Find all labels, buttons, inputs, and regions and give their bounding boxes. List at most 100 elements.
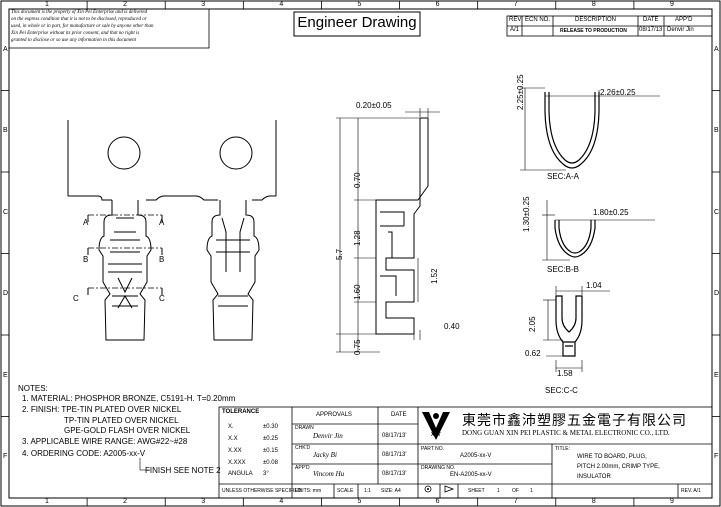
- side-view: [375, 108, 440, 335]
- note-2b: TP-TIN PLATED OVER NICKEL: [64, 416, 179, 425]
- note-2: 2. FINISH: TPE-TIN PLATED OVER NICKEL: [22, 405, 182, 414]
- section-cut-lines: [88, 214, 162, 289]
- company-logo-text: XPT: [431, 432, 441, 438]
- marker-c-left: C: [73, 294, 79, 303]
- zone-col-top-5: 5: [357, 1, 362, 8]
- notice-box: [8, 8, 210, 49]
- zone-row-right-C: C: [714, 208, 720, 216]
- dim-128: 1.28: [353, 230, 362, 246]
- ordering-code-leader: [139, 458, 150, 471]
- zone-row-left-B: B: [3, 127, 8, 135]
- checked-signature: Jacky Bi: [313, 451, 337, 459]
- rev-row-desc: RELEASE TO PRODUCTION: [560, 28, 627, 34]
- terminal-outline-1: [98, 200, 152, 341]
- dim-040: 0.40: [444, 322, 460, 331]
- marker-b-right: B: [159, 255, 165, 264]
- title-box: [293, 11, 421, 37]
- company-name-en: DONG GUAN XIN PEI PLASTIC & METAL ELECTR…: [462, 429, 670, 437]
- side-view-dimension-lines: [336, 117, 421, 353]
- rev-row-rev: A/1: [510, 27, 520, 33]
- rev-header-rev: REV: [509, 17, 522, 23]
- label-sec-b: SEC:B-B: [547, 265, 580, 274]
- dim-sec-a-width: 2.26±0.25: [600, 88, 636, 97]
- tolerance-heading: TOLERANCE: [222, 409, 260, 415]
- zone-row-right-D: D: [714, 290, 720, 298]
- zone-row-right-F: F: [714, 453, 719, 461]
- approvals-heading: APPROVALS: [316, 412, 352, 418]
- zone-row-right-A: A: [714, 45, 719, 53]
- rev-header-desc: DESCRIPTION: [575, 17, 617, 23]
- zone-row-left-E: E: [3, 371, 8, 379]
- note-3: 3. APPLICABLE WIRE RANGE: AWG#22~#28: [22, 437, 188, 446]
- drawing-title: Engineer Drawing: [297, 14, 417, 31]
- zone-col-bottom-9: 9: [669, 498, 674, 505]
- marker-a-left: A: [83, 218, 89, 227]
- zone-col-top-6: 6: [435, 1, 440, 8]
- section-a-shape: [544, 92, 600, 169]
- dim-sec-b-height: 1.30±0.25: [522, 196, 531, 232]
- zone-col-bottom-5: 5: [357, 498, 362, 505]
- rev-header-appd: APP'D: [675, 17, 693, 23]
- zone-col-bottom-7: 7: [513, 498, 518, 505]
- label-sec-c: SEC:C-C: [545, 386, 578, 395]
- dim-160: 1.60: [353, 284, 362, 300]
- notes-heading: NOTES:: [18, 384, 48, 393]
- section-c-shape: [555, 295, 583, 357]
- dim-sec-c-top: 1.04: [586, 281, 602, 290]
- zone-col-top-8: 8: [591, 1, 596, 8]
- note-4: 4. ORDERING CODE: A2005-xx-V: [22, 449, 146, 458]
- zone-col-bottom-8: 8: [591, 498, 596, 505]
- rev-header-date: DATE: [643, 17, 659, 23]
- company-name-cn: 東莞市鑫沛塑膠五金電子有限公司: [462, 414, 687, 429]
- tolerance-footer: UNLESS OTHERWISE SPECIFIED: [222, 488, 302, 494]
- zone-row-left-F: F: [3, 453, 8, 461]
- revision-table: [506, 15, 713, 37]
- zone-col-top-3: 3: [201, 1, 206, 8]
- dim-sec-c-bottom: 1.58: [557, 369, 573, 378]
- zone-col-bottom-4: 4: [279, 498, 284, 505]
- dim-top-thickness: 0.20±0.05: [356, 101, 392, 110]
- zone-col-top-7: 7: [513, 1, 518, 8]
- dim-sec-c-height: 2.05: [528, 316, 537, 332]
- company-logo: [422, 412, 455, 493]
- zone-row-left-D: D: [3, 290, 9, 298]
- zone-row-left-A: A: [3, 45, 8, 53]
- dim-152: 1.52: [430, 268, 439, 284]
- rev-header-ecn: ECN NO.: [525, 17, 551, 23]
- note-finish: FINISH SEE NOTE 2: [145, 466, 221, 475]
- section-a-dims: [520, 87, 660, 171]
- marker-c-right: C: [159, 294, 165, 303]
- zone-row-right-E: E: [714, 371, 719, 379]
- zone-col-bottom-1: 1: [45, 498, 49, 505]
- dim-total-57: 5.7: [335, 248, 344, 260]
- note-2c: GPE-GOLD FLASH OVER NICKEL: [64, 426, 191, 435]
- approvals-date-heading: DATE: [391, 412, 407, 418]
- zone-row-right-B: B: [714, 127, 719, 135]
- dim-075: 0.75: [353, 339, 362, 355]
- dim-sec-c-left: 0.62: [525, 349, 541, 358]
- zone-col-top-1: 1: [45, 1, 49, 8]
- section-b-dims: [542, 200, 655, 261]
- zone-col-top-2: 2: [123, 1, 128, 8]
- title-block-lines: [218, 406, 713, 499]
- zone-col-bottom-3: 3: [201, 498, 206, 505]
- revision-code: REV. A/1: [681, 488, 701, 494]
- dim-sec-b-width: 1.80±0.25: [593, 208, 629, 217]
- note-1: 1. MATERIAL: PHOSPHOR BRONZE, C5191-H. T…: [22, 394, 236, 403]
- terminal-outline-2: [206, 200, 260, 341]
- approved-signature: Vincom Hu: [313, 470, 345, 478]
- drawing-number: EN-A2005-xx-V: [450, 472, 492, 478]
- dim-070: 0.70: [353, 172, 362, 188]
- marker-a-right: A: [159, 218, 165, 227]
- label-sec-a: SEC:A-A: [547, 172, 580, 181]
- rev-row-appd: Denvir Jin: [667, 27, 694, 33]
- zone-col-top-4: 4: [279, 1, 284, 8]
- section-b-shape: [554, 220, 596, 258]
- section-c-dims: [543, 286, 610, 372]
- zone-row-left-C: C: [3, 208, 9, 216]
- rev-row-date: 08/17/13: [639, 27, 663, 33]
- marker-b-left: B: [83, 255, 89, 264]
- drawn-signature: Denvir Jin: [313, 432, 343, 440]
